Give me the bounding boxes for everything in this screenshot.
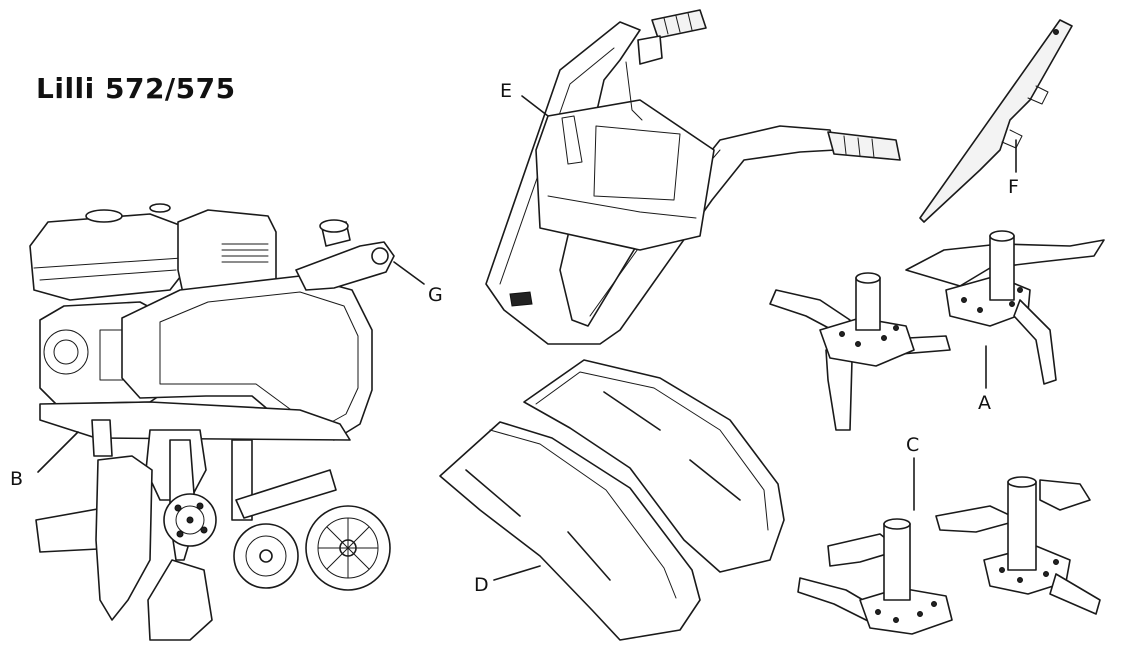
- callout-f: F: [1008, 176, 1019, 198]
- callout-a: A: [978, 392, 991, 414]
- callout-b: B: [10, 468, 24, 490]
- handle-part: [485, 9, 901, 345]
- shields-part: [439, 359, 785, 641]
- leader-g: [393, 261, 425, 285]
- callout-e: E: [500, 80, 513, 102]
- callout-c: C: [906, 434, 920, 456]
- callout-d: D: [474, 574, 489, 596]
- tiller-unit: [29, 203, 395, 641]
- tine-assembly-a: [769, 230, 1105, 431]
- diagram-title: Lilli 572/575: [36, 72, 236, 105]
- leader-e: [521, 95, 549, 117]
- leader-d: [493, 565, 541, 581]
- callout-leaders: [37, 95, 1017, 581]
- callout-g: G: [428, 284, 443, 306]
- tine-assembly-c: [797, 476, 1101, 635]
- pin-part: [919, 19, 1073, 223]
- leader-b: [37, 431, 79, 473]
